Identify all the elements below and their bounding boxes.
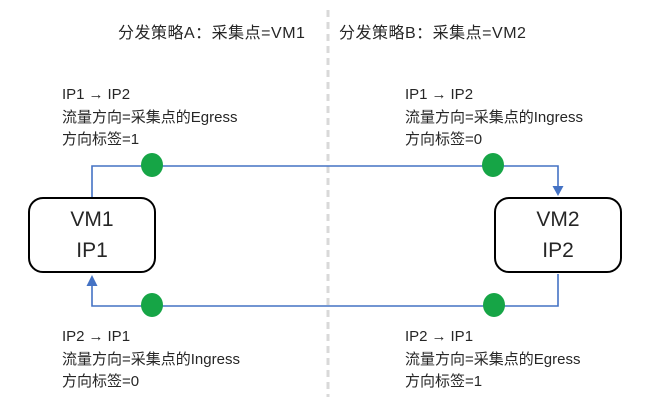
flow-from: IP1 [405, 86, 428, 103]
vm2-node-box: VM2 IP2 [494, 197, 622, 273]
collection-point-dot-top-left [141, 153, 163, 177]
flow-from: IP2 [62, 328, 85, 345]
right-arrow-icon: → [88, 86, 104, 103]
flow-from: IP1 [62, 86, 85, 103]
vm1-name: VM1 [70, 208, 114, 231]
vm1-node-box: VM1 IP1 [28, 197, 156, 273]
flow-tag: 方向标签=1 [405, 373, 483, 390]
flow-to: IP1 [450, 328, 474, 345]
flow-direction: 流量方向=采集点的Ingress [405, 108, 583, 126]
flow-to: IP2 [450, 86, 474, 103]
flow-label-top-left: IP1→IP2 流量方向=采集点的Egress 方向标签=1 [62, 84, 237, 152]
flow-direction: 流量方向=采集点的Egress [405, 350, 581, 368]
right-arrow-icon: → [431, 86, 447, 103]
flow-from: IP2 [405, 328, 428, 345]
flow-route: IP1→IP2 [405, 84, 583, 107]
vm2-name: VM2 [536, 208, 580, 231]
flow-route: IP1→IP2 [62, 84, 237, 107]
flow-route: IP2→IP1 [405, 326, 580, 349]
policy-b-header: 分发策略B：采集点=VM2 [339, 25, 527, 42]
right-arrow-icon: → [88, 328, 104, 345]
top-connector-line [91, 165, 559, 197]
collection-point-dot-bottom-right [483, 293, 505, 317]
flow-label-bottom-right: IP2→IP1 流量方向=采集点的Egress 方向标签=1 [405, 326, 580, 394]
collection-point-dot-top-right [482, 153, 504, 177]
flow-direction: 流量方向=采集点的Egress [62, 108, 238, 126]
vm2-ip: IP2 [542, 239, 574, 262]
policy-a-header: 分发策略A：采集点=VM1 [118, 25, 306, 42]
bottom-connector-arrowhead-icon [86, 275, 98, 286]
flow-to: IP2 [107, 86, 131, 103]
vm1-ip: IP1 [76, 239, 108, 262]
bottom-connector-line [91, 274, 559, 307]
right-arrow-icon: → [431, 328, 447, 345]
flow-route: IP2→IP1 [62, 326, 240, 349]
flow-label-top-right: IP1→IP2 流量方向=采集点的Ingress 方向标签=0 [405, 84, 583, 152]
flow-label-bottom-left: IP2→IP1 流量方向=采集点的Ingress 方向标签=0 [62, 326, 240, 394]
flow-to: IP1 [107, 328, 131, 345]
flow-tag: 方向标签=1 [62, 131, 140, 148]
top-connector-arrowhead-icon [552, 186, 564, 196]
flow-direction: 流量方向=采集点的Ingress [62, 350, 240, 368]
flow-tag: 方向标签=0 [62, 373, 140, 390]
collection-point-dot-bottom-left [141, 293, 163, 317]
flow-tag: 方向标签=0 [405, 131, 483, 148]
